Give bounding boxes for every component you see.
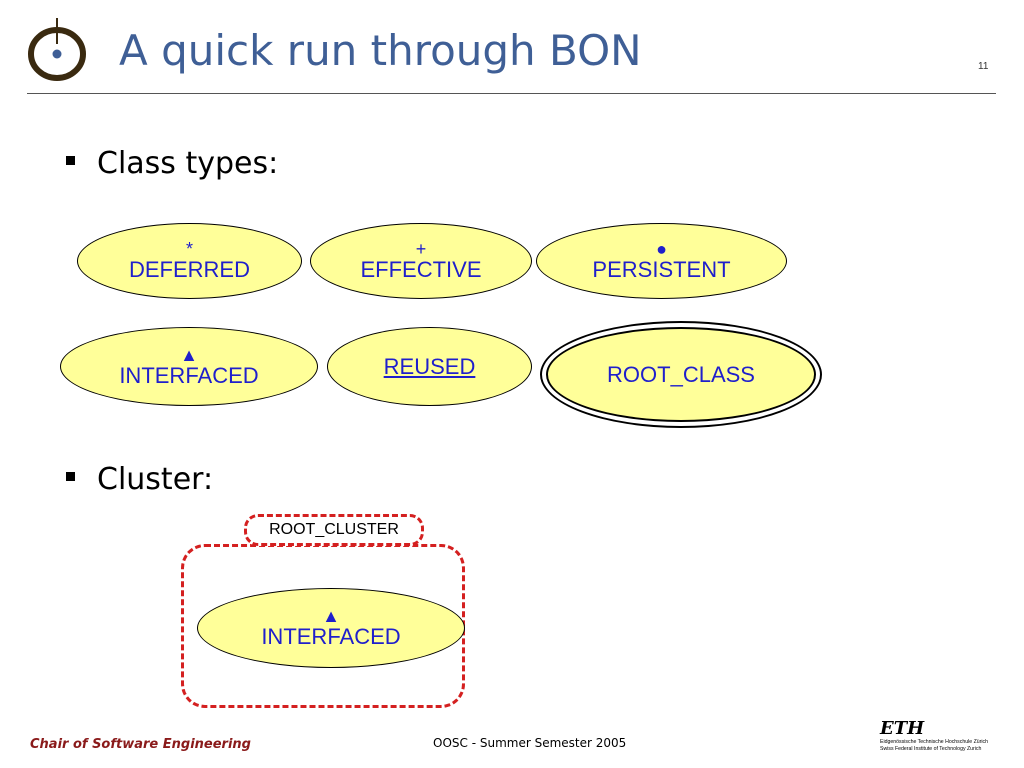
deferred-label: DEFERRED <box>128 257 250 282</box>
bullet-class-types: Class types: <box>66 146 278 181</box>
eth-logo-icon: ETH Eidgenössische Technische Hochschule… <box>879 718 988 752</box>
bullet-class-types-label: Class types: <box>97 146 279 181</box>
deferred-symbol: * <box>185 239 193 259</box>
footer-course: OOSC - Summer Semester 2005 <box>433 736 627 750</box>
class-root: ROOT_CLASS <box>546 327 816 422</box>
bullet-square-icon <box>66 156 75 165</box>
class-effective: + EFFECTIVE <box>310 223 532 299</box>
bullet-square-icon <box>66 472 75 481</box>
root-class-label: ROOT_CLASS <box>607 361 755 387</box>
interfaced-label: INTERFACED <box>119 362 259 388</box>
class-reused: REUSED <box>327 327 532 406</box>
class-persistent: ● PERSISTENT <box>536 223 787 299</box>
interfaced-symbol: ▲ <box>180 344 198 365</box>
persistent-symbol: ● <box>656 239 667 259</box>
reused-label: REUSED <box>383 353 476 379</box>
bullet-cluster: Cluster: <box>66 462 213 497</box>
eth-logo-line2: Swiss Federal Institute of Technology Zu… <box>880 746 982 752</box>
eth-logo-text: ETH <box>879 718 925 739</box>
cluster-class-interfaced: ▲ INTERFACED <box>197 588 465 668</box>
class-interfaced: ▲ INTERFACED <box>60 327 318 406</box>
cluster-interfaced-symbol: ▲ <box>322 606 340 626</box>
bullet-cluster-label: Cluster: <box>97 462 214 497</box>
cluster-name: ROOT_CLUSTER <box>269 521 399 538</box>
footer-chair-name: Chair of Software Engineering <box>30 737 251 752</box>
root-class-outer-ring <box>540 321 822 428</box>
effective-symbol: + <box>415 239 427 259</box>
class-deferred: * DEFERRED <box>77 223 302 299</box>
eth-logo-line1: Eidgenössische Technische Hochschule Zür… <box>880 739 988 745</box>
page-title: A quick run through BON <box>119 26 642 75</box>
cluster-name-tag: ROOT_CLUSTER <box>244 514 424 546</box>
cluster-interfaced-label: INTERFACED <box>261 624 401 649</box>
effective-label: EFFECTIVE <box>360 257 482 282</box>
header-divider <box>27 93 996 94</box>
persistent-label: PERSISTENT <box>592 257 731 282</box>
chair-logo-icon <box>28 18 86 81</box>
slide-number: 11 <box>978 61 989 72</box>
